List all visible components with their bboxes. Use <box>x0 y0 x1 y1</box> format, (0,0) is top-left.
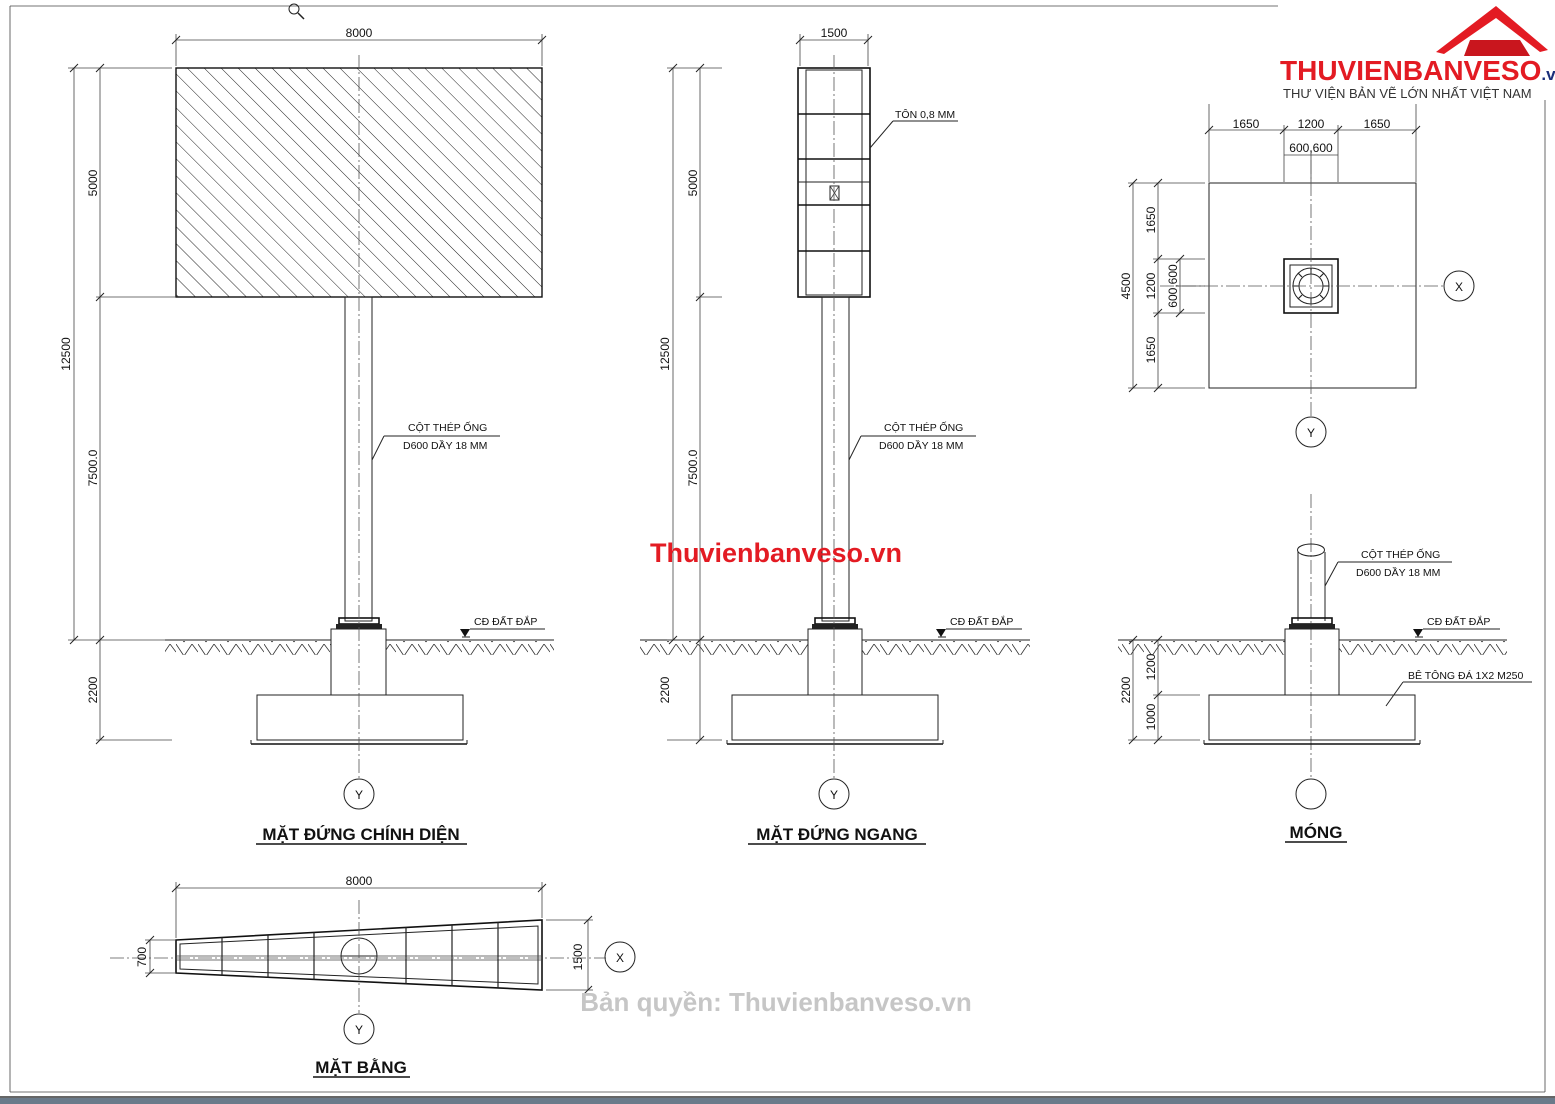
logo-brand-text: THUVIENBANVESO.vn <box>1280 55 1555 86</box>
foundation-title: MÓNG <box>1290 823 1343 842</box>
steel-column <box>344 296 373 622</box>
foundation-axis-x-bubble <box>1443 270 1475 302</box>
footing <box>256 694 464 741</box>
side-dim-total: 12500 <box>658 337 672 371</box>
front-column-note-2: D600 DẦY 18 MM <box>403 439 487 452</box>
copyright-watermark: Bản quyền: Thuvienbanveso.vn <box>580 987 972 1017</box>
foundation-dim-left-mid: 1200 <box>1144 272 1158 299</box>
front-elevation-title: MẶT ĐỨNG CHÍNH DIỆN <box>262 825 459 844</box>
side-dim-width: 1500 <box>821 26 848 40</box>
plan-title: MẶT BẰNG <box>315 1058 407 1077</box>
logo-tagline: THƯ VIỆN BẢN VẼ LỚN NHẤT VIỆT NAM <box>1283 86 1532 101</box>
front-dim-total: 12500 <box>59 337 73 371</box>
foundation-axis-y: Y <box>1307 426 1315 440</box>
side-dim-panel: 5000 <box>686 169 700 196</box>
front-dim-panel: 5000 <box>86 169 100 196</box>
foundation-dim-top-mid: 1200 <box>1298 117 1325 131</box>
section-dim-bottom: 1000 <box>1144 703 1158 730</box>
section-column-note-2: D600 DẦY 18 MM <box>1356 566 1440 579</box>
plan-frame <box>175 919 543 991</box>
plan-dim-width: 8000 <box>346 874 373 888</box>
plan-dim-right: 1500 <box>571 943 585 970</box>
side-ground-note: CĐ ĐẤT ĐẮP <box>950 615 1013 628</box>
foundation-axis-y-bubble <box>1295 416 1327 448</box>
foundation-dim-left-total: 4500 <box>1119 272 1133 299</box>
side-axis-label: Y <box>830 788 838 802</box>
plan-axis-y-bubble <box>343 1013 375 1045</box>
front-ground-note: CĐ ĐẤT ĐẮP <box>474 615 537 628</box>
footing-outline <box>1208 182 1417 389</box>
section-column-note-1: CỘT THÉP ỐNG <box>1361 547 1440 561</box>
side-column-note-1: CỘT THÉP ỐNG <box>884 420 963 434</box>
foundation-dim-left-top: 1650 <box>1144 206 1158 233</box>
section-dim-total: 2200 <box>1119 676 1133 703</box>
front-dim-foundation: 2200 <box>86 676 100 703</box>
sheet-border <box>0 5 1555 1104</box>
foundation-dim-top-inner: 600,600 <box>1289 141 1333 155</box>
side-elevation: 1500 TÔN 0,8 MM <box>640 26 1030 845</box>
front-axis-bubble <box>343 778 375 810</box>
foundation-plan: 1650 1200 1650 600,600 <box>1119 104 1475 448</box>
foundation-dim-left-bottom: 1650 <box>1144 336 1158 363</box>
foundation-dim-top-right: 1650 <box>1364 117 1391 131</box>
section-dim-top: 1200 <box>1144 653 1158 680</box>
brand-logo: THUVIENBANVESO.vn THƯ VIỆN BẢN VẼ LỚN NH… <box>1280 6 1555 101</box>
side-axis-bubble <box>818 778 850 810</box>
front-dim-width: 8000 <box>346 26 373 40</box>
plan-dim-left: 700 <box>135 947 149 967</box>
side-dim-foundation: 2200 <box>658 676 672 703</box>
foundation-dim-left-inner: 600,600 <box>1166 264 1180 308</box>
foundation-dim-top-left: 1650 <box>1233 117 1260 131</box>
side-dim-column: 7500.0 <box>686 449 700 486</box>
side-elevation-title: MẶT ĐỨNG NGANG <box>756 825 917 844</box>
zoom-icon[interactable] <box>288 3 305 20</box>
side-steel-column <box>821 296 850 622</box>
pedestal <box>330 628 387 696</box>
plan-axis-x-bubble <box>604 941 636 973</box>
front-column-note-1: CỘT THÉP ỐNG <box>408 420 487 434</box>
plan-view: 8000 700 1500 X <box>110 874 636 1078</box>
foundation-axis-x: X <box>1455 280 1463 294</box>
front-elevation: 8000 12500 5000 <box>59 26 554 845</box>
plan-axis-x: X <box>616 951 624 965</box>
side-sheet-note: TÔN 0,8 MM <box>895 108 955 121</box>
side-column-note-2: D600 DẦY 18 MM <box>879 439 963 452</box>
front-axis-label: Y <box>355 788 363 802</box>
section-ground-note: CĐ ĐẤT ĐẮP <box>1427 615 1490 628</box>
front-dim-column: 7500.0 <box>86 449 100 486</box>
section-axis-bubble <box>1295 778 1327 810</box>
section-concrete-note: BÊ TÔNG ĐÁ 1X2 M250 <box>1408 669 1524 682</box>
center-watermark: Thuvienbanveso.vn <box>650 538 902 568</box>
plan-axis-y: Y <box>355 1023 363 1037</box>
foundation-section: CỘT THÉP ỐNG D600 DẦY 18 MM CĐ ĐẤT ĐẮP B… <box>1118 494 1532 843</box>
